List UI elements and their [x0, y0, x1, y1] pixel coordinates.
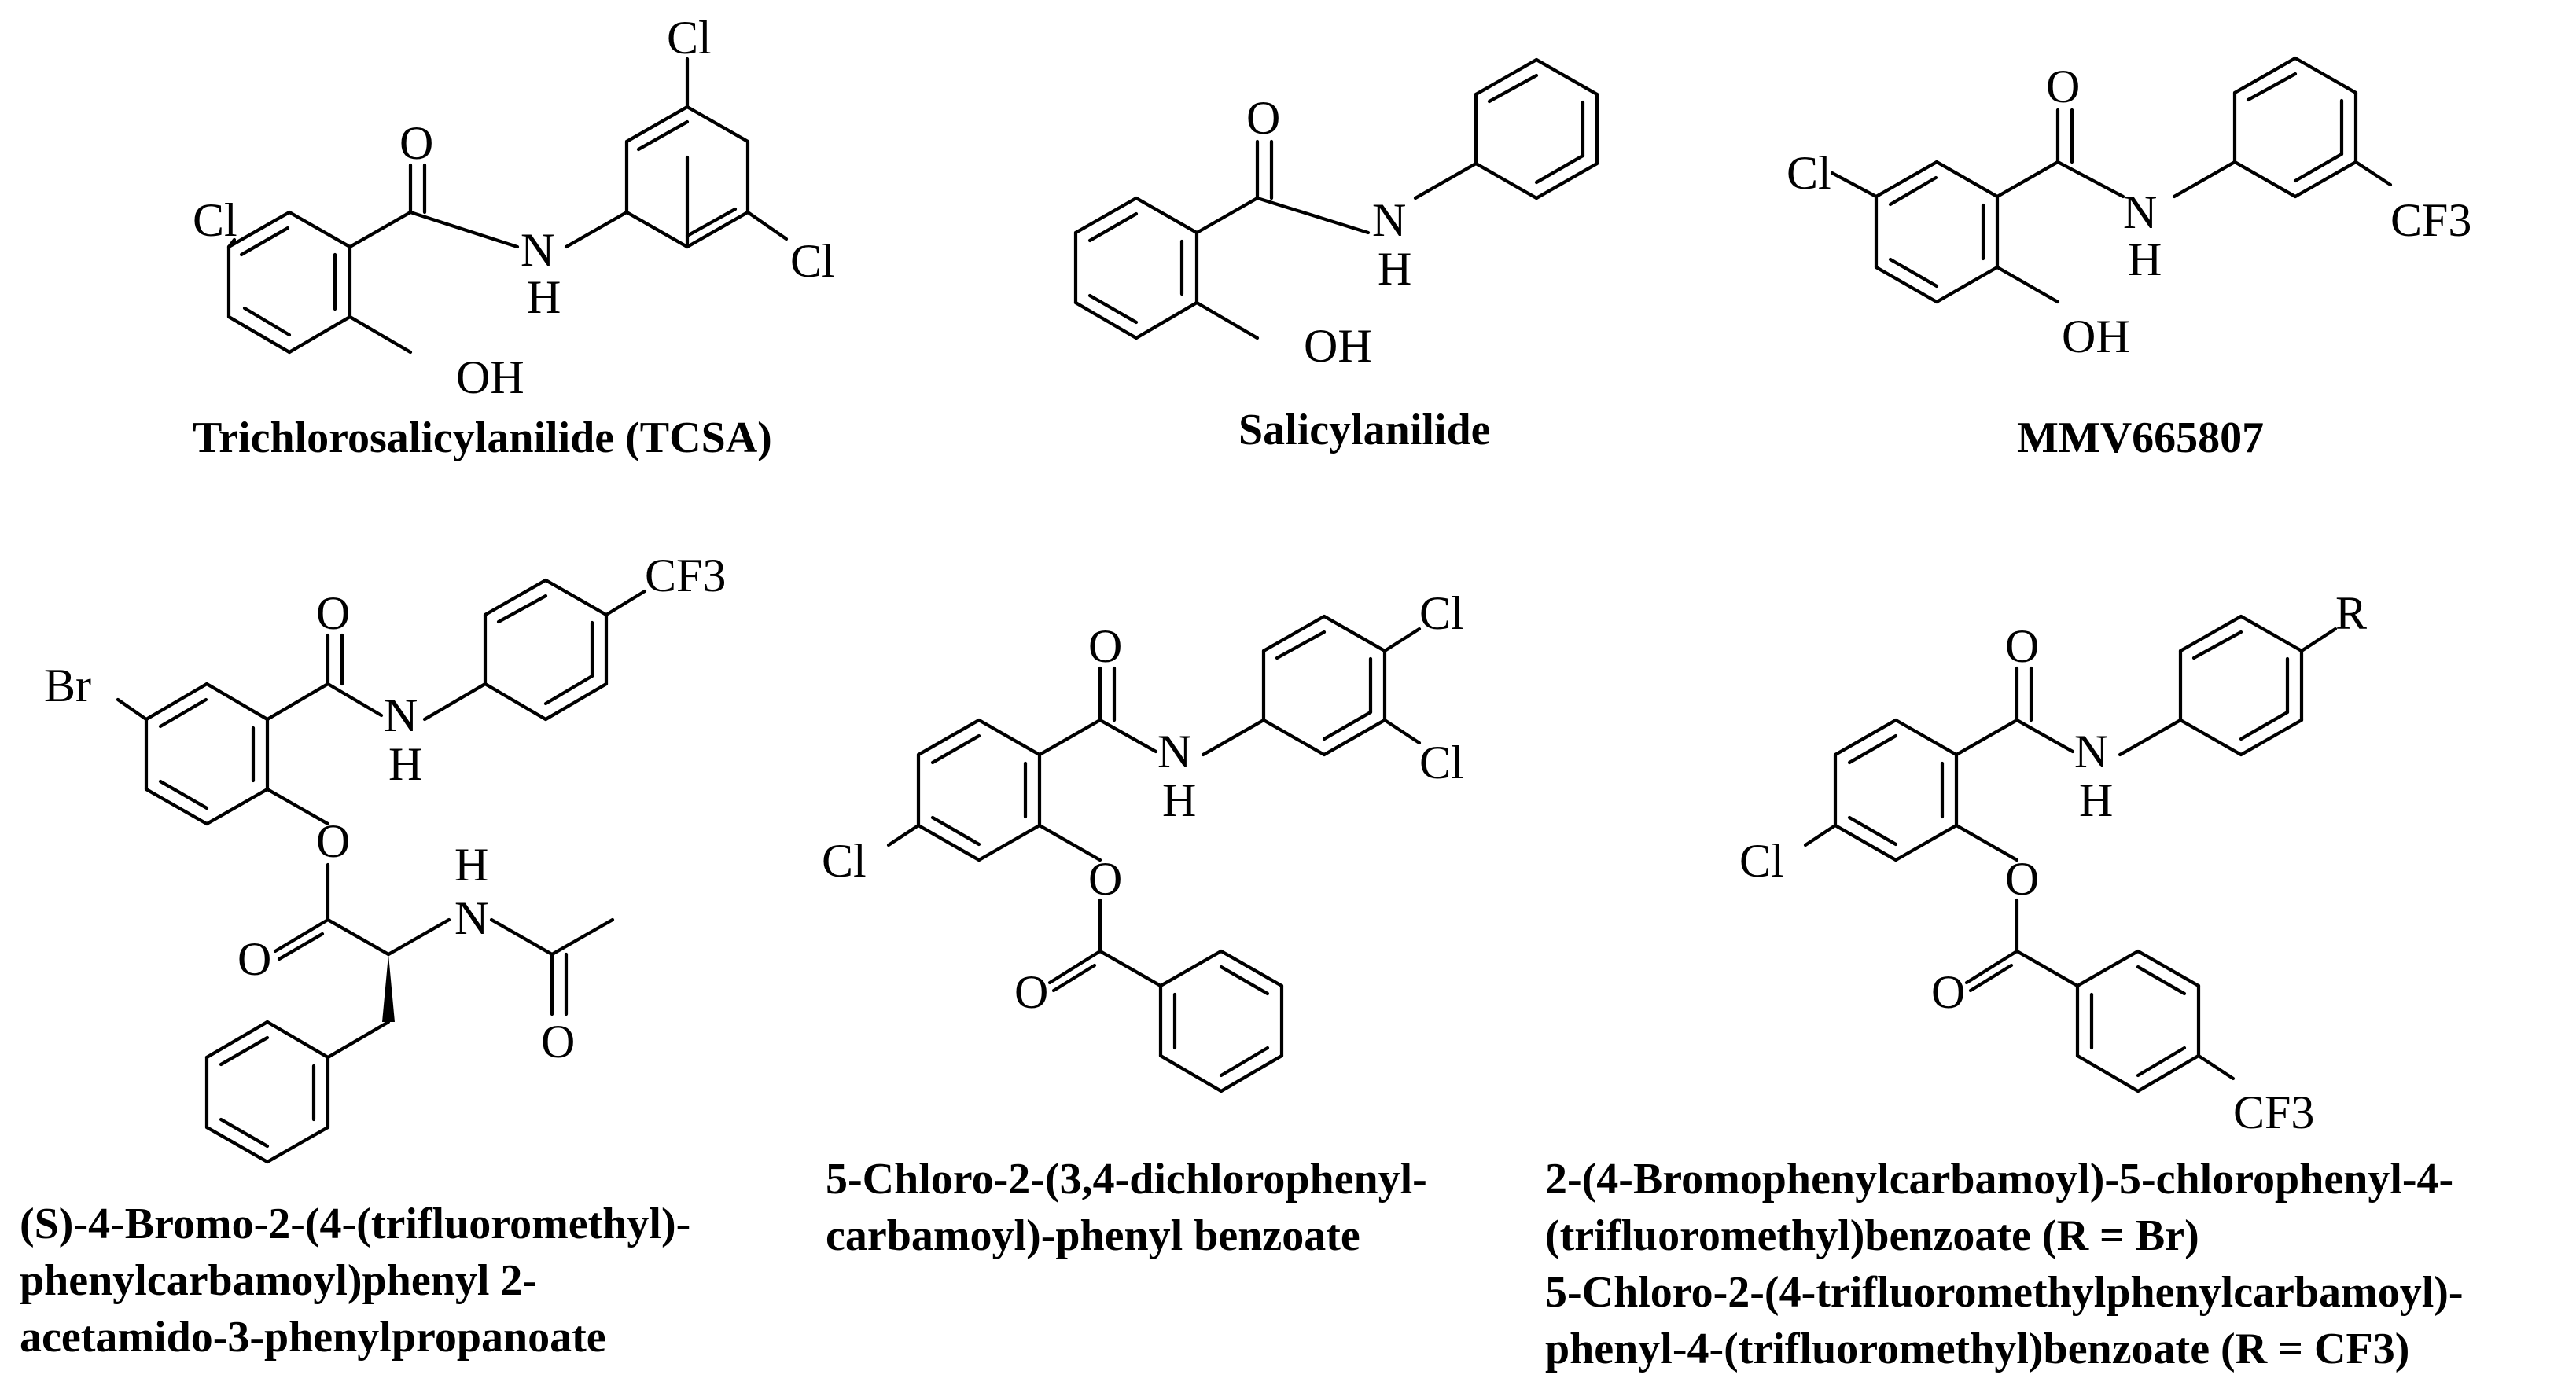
atom-cf3: CF3 — [2233, 1086, 2314, 1138]
structure-tcsa: Cl O N H OH Cl Cl Trichlorosalicylanilid… — [193, 12, 835, 462]
atom-h-acetamido: H — [454, 839, 488, 891]
atom-n-acetamido: N — [454, 892, 488, 944]
atom-cl-3: Cl — [1419, 737, 1464, 788]
atom-cl-4: Cl — [1419, 587, 1464, 639]
atom-o-carbonyl: O — [237, 933, 271, 985]
atom-cl-3: Cl — [790, 235, 835, 287]
compound-name-line-1: (S)-4-Bromo-2-(4-(trifluoromethyl)- — [20, 1200, 690, 1248]
atom-o-amide: O — [316, 587, 350, 639]
compound-name: MMV665807 — [2017, 413, 2264, 462]
atom-n: N — [2074, 726, 2108, 777]
compound-name-line-3: 5-Chloro-2-(4-trifluoromethylphenylcarba… — [1545, 1268, 2464, 1317]
structure-r-substituted-benzoate: R Cl O N H O O CF3 2-(4-Bromophenylcarba… — [1545, 587, 2464, 1373]
structure-mmv665807: Cl O N H OH CF3 MMV665807 — [1787, 56, 2471, 462]
atom-o-ester: O — [1088, 853, 1122, 905]
atom-o-ester: O — [316, 815, 350, 867]
atom-o-amide: O — [1088, 620, 1122, 672]
atom-o-amide: O — [2005, 620, 2039, 672]
atom-cf3: CF3 — [2390, 194, 2471, 246]
atom-h: H — [1378, 243, 1411, 295]
atom-o-carbonyl: O — [1014, 966, 1048, 1018]
atom-cl-ring: Cl — [822, 835, 867, 887]
atom-br: Br — [44, 660, 91, 711]
atom-cl: Cl — [1787, 147, 1831, 199]
atom-n-amide: N — [384, 689, 418, 741]
atom-h-amide: H — [388, 738, 422, 790]
compound-name-line-2: phenylcarbamoyl)phenyl 2- — [20, 1256, 537, 1305]
compound-name-line-2: carbamoyl)-phenyl benzoate — [826, 1211, 1360, 1260]
atom-oh: OH — [456, 351, 524, 403]
atom-cl-2: Cl — [667, 12, 712, 64]
atom-cl-1: Cl — [193, 194, 237, 246]
atom-h: H — [2128, 233, 2162, 285]
atom-n: N — [1372, 194, 1406, 246]
structure-bromo-phenylpropanoate: Br O N H CF3 O O H N O (S)-4-Bromo-2-(4-… — [20, 549, 726, 1362]
compound-name-line-1: 2-(4-Bromophenylcarbamoyl)-5-chloropheny… — [1545, 1155, 2453, 1204]
atom-o: O — [2046, 61, 2080, 112]
atom-h: H — [527, 271, 561, 323]
atom-n: N — [1157, 726, 1191, 777]
atom-o-acetyl: O — [541, 1016, 575, 1068]
atom-o-ester: O — [2005, 853, 2039, 905]
atom-cl: Cl — [1739, 835, 1784, 887]
compound-name: Trichlorosalicylanilide (TCSA) — [193, 413, 772, 462]
atom-o: O — [1246, 92, 1280, 144]
compound-name-line-2: (trifluoromethyl)benzoate (R = Br) — [1545, 1211, 2199, 1260]
compound-name-line-3: acetamido-3-phenylpropanoate — [20, 1313, 606, 1362]
atom-o-carbonyl: O — [1931, 966, 1965, 1018]
atom-r: R — [2335, 587, 2367, 639]
atom-n: N — [2123, 186, 2157, 238]
atom-h: H — [1162, 774, 1196, 826]
atom-oh: OH — [1304, 320, 1372, 372]
atom-cf3: CF3 — [645, 549, 726, 601]
atom-h: H — [2079, 774, 2113, 826]
atom-oh: OH — [2062, 311, 2130, 362]
compound-name-line-1: 5-Chloro-2-(3,4-dichlorophenyl- — [826, 1155, 1427, 1204]
structure-salicylanilide: O N H OH Salicylanilide — [1073, 57, 1599, 454]
compound-name-line-4: phenyl-4-(trifluoromethyl)benzoate (R = … — [1545, 1325, 2409, 1373]
structure-dichlorophenyl-benzoate: Cl O N H Cl Cl O O 5-Chloro-2-(3,4-dichl… — [822, 587, 1464, 1260]
atom-n: N — [521, 224, 554, 276]
compound-name: Salicylanilide — [1238, 406, 1491, 454]
atom-o: O — [399, 117, 433, 169]
